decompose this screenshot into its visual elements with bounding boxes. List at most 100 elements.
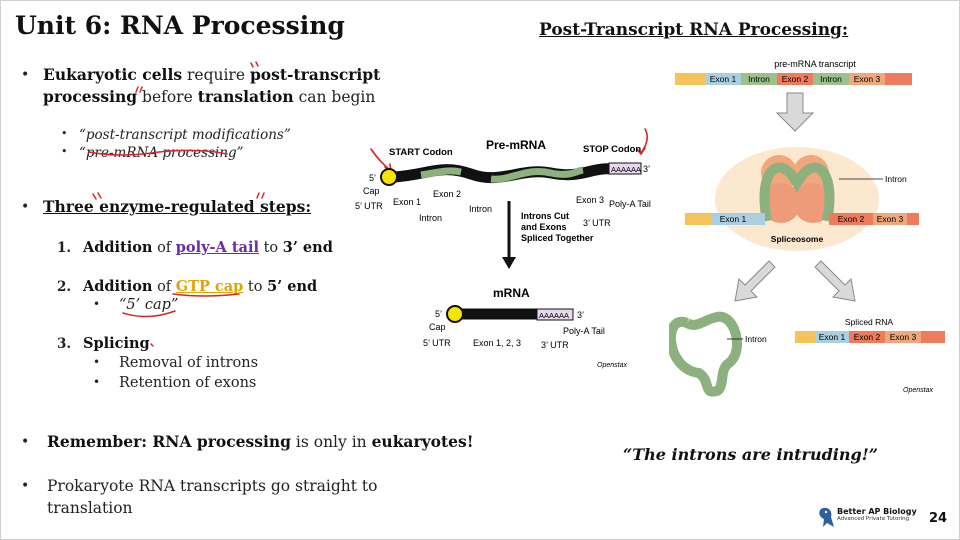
intron-label: Intron xyxy=(469,204,492,214)
transcript-intron-2-label: Intron xyxy=(820,74,842,84)
annotation-underline xyxy=(122,310,176,318)
sub-bullet-modifications: “post-transcript modifications” xyxy=(79,127,291,143)
bullet-glyph: • xyxy=(21,478,30,494)
term-translation: translation xyxy=(197,87,294,106)
mrna-exons-label: Exon 1, 2, 3 xyxy=(473,338,521,348)
bullet-glyph: • xyxy=(93,355,101,369)
intron-loop xyxy=(759,162,835,222)
transcript-end-tail xyxy=(885,73,912,85)
annotation-arrow xyxy=(370,148,392,172)
annotation-arrowhead xyxy=(636,147,646,156)
diagram-section-title: Post-Transcript RNA Processing: xyxy=(539,20,849,40)
transcript-exon-2 xyxy=(777,73,813,85)
text-fragment: of xyxy=(152,240,176,256)
down-arrow-icon xyxy=(775,92,815,132)
arrow-caption-line-3: Spliced Together xyxy=(521,233,594,243)
sub-bullet-pre-mrna-processing: “pre-mRNA processing” xyxy=(79,145,244,161)
pre-mrna-transcript-label: pre-mRNA transcript xyxy=(774,59,856,69)
text-fragment: 3’ end xyxy=(282,239,333,256)
mrna-three-prime-label: 3’ xyxy=(577,310,584,320)
text-fragment: of xyxy=(152,279,176,295)
transcript-exon-1 xyxy=(705,73,741,85)
openstax-credit: Openstax xyxy=(903,387,933,394)
transcript-intron-1-label: Intron xyxy=(748,74,770,84)
step-1: Addition of poly-A tail to 3’ end xyxy=(83,237,333,259)
intron-segment xyxy=(420,167,462,179)
five-prime-cap xyxy=(380,168,398,186)
down-right-arrow-icon xyxy=(814,260,856,302)
five-prime-label: 5’ xyxy=(369,173,376,183)
mrna-poly-a-sequence: AAAAAA xyxy=(539,311,569,320)
start-codon-label: START Codon xyxy=(389,147,453,158)
bullet-glyph: • xyxy=(21,434,30,450)
bullet-remember: Remember: RNA processing is only in euka… xyxy=(47,431,474,453)
intron-quote: “The introns are intruding!” xyxy=(623,445,878,464)
spliceosome-exon-2 xyxy=(829,213,873,225)
term-poly-a-tail: poly-A tail xyxy=(175,239,259,256)
annotation-quote-mark xyxy=(256,192,265,199)
spliceosome-end-tail xyxy=(907,213,919,225)
spliceosome-exon-1-label: Exon 1 xyxy=(720,214,747,224)
spliced-exon-3-label: Exon 3 xyxy=(890,332,917,342)
footer-brand: Better AP Biology Advanced Private Tutor… xyxy=(837,507,917,522)
annotation-quote-mark xyxy=(135,86,143,93)
mrna-poly-a-box xyxy=(536,308,574,321)
brand-tagline: Advanced Private Tutoring xyxy=(837,516,910,522)
freed-intron xyxy=(669,311,742,397)
annotation-mark xyxy=(150,343,154,347)
bullet-prokaryote: Prokaryote RNA transcripts go straight t… xyxy=(47,475,377,519)
poly-a-tail-label: Poly-A Tail xyxy=(609,199,651,209)
spliceosome-end-cap xyxy=(685,213,711,225)
pre-mrna-title: Pre-mRNA xyxy=(486,138,546,152)
down-left-arrow-icon xyxy=(734,260,776,302)
spliceosome-intron-label: Intron xyxy=(885,174,907,184)
arrow-caption-line-2: and Exons xyxy=(521,222,567,232)
step-2-sub-5-cap: “5’ cap” xyxy=(119,297,179,313)
brand-name: Better AP Biology xyxy=(837,507,917,516)
intron-segment xyxy=(490,166,584,183)
spliced-exon-3 xyxy=(885,331,921,343)
bullet-eukaryotic: Eukaryotic cells require post-transcript… xyxy=(43,64,423,108)
stop-codon-label: STOP Codon xyxy=(583,144,641,155)
three-prime-label: 3’ xyxy=(643,164,650,174)
spliceosome-exon-3 xyxy=(873,213,907,225)
step-3-sub-retention: Retention of exons xyxy=(119,375,257,391)
splicing-diagram: pre-mRNA transcript Exon 1 Intron Exon 2… xyxy=(669,59,945,397)
blue-jay-logo-icon xyxy=(819,507,834,527)
spliced-exon-1 xyxy=(815,331,849,343)
text-fragment: to xyxy=(243,279,268,295)
spliced-end-tail xyxy=(921,331,945,343)
transcript-exon-1-label: Exon 1 xyxy=(710,74,737,84)
openstax-credit: Openstax xyxy=(597,362,627,369)
annotation-underline xyxy=(88,149,228,156)
slide-title: Unit 6: RNA Processing xyxy=(15,11,345,40)
text-fragment: Addition xyxy=(83,239,153,256)
bullet-glyph: • xyxy=(61,127,68,140)
spliceosome-exon-3-label: Exon 3 xyxy=(877,214,904,224)
bullet-three-steps: Three enzyme-regulated steps: xyxy=(43,197,312,216)
bullet-glyph: • xyxy=(61,145,68,158)
poly-a-tail-box xyxy=(608,162,642,175)
text-fragment: Remember: xyxy=(47,432,147,451)
transcript-exon-2-label: Exon 2 xyxy=(782,74,809,84)
mrna-five-utr-label: 5’ UTR xyxy=(423,338,451,348)
text-fragment: 5’ end xyxy=(267,278,318,295)
step-3-number: 3. xyxy=(57,336,72,352)
transcript-intron-1 xyxy=(741,73,777,85)
text-fragment: to xyxy=(258,240,283,256)
step-1-number: 1. xyxy=(57,240,72,256)
spliced-exon-2-label: Exon 2 xyxy=(854,332,881,342)
mrna-poly-a-tail-label: Poly-A Tail xyxy=(563,326,605,336)
spliced-end-cap xyxy=(795,331,815,343)
step-3-sub-removal: Removal of introns xyxy=(119,355,259,371)
bullet-glyph: • xyxy=(93,375,101,389)
mrna-five-prime-label: 5’ xyxy=(435,309,442,319)
step-2-number: 2. xyxy=(57,279,72,295)
text-fragment: translation xyxy=(47,499,133,517)
process-arrowhead xyxy=(502,257,516,269)
exon-3-label: Exon 3 xyxy=(576,195,604,205)
bullet-glyph: • xyxy=(93,297,101,311)
pre-mrna-diagram: Pre-mRNA START Codon STOP Codon AAAAAA 3… xyxy=(355,128,651,369)
